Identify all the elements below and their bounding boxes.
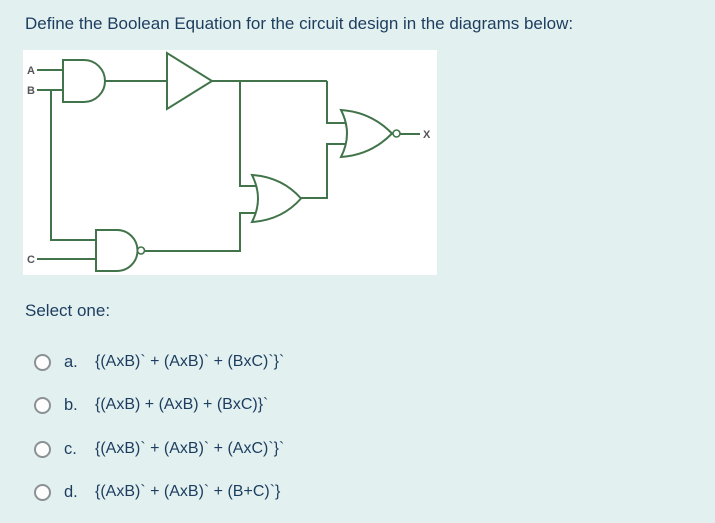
wire-or-to-nor-bottom	[300, 143, 355, 199]
answer-option-c[interactable]: c. {(AxB)` + (AxB)` + (AxC)`}`	[34, 439, 284, 459]
option-a-letter: a.	[64, 352, 78, 371]
radio-option-c[interactable]	[34, 440, 51, 458]
nor-bubble	[392, 129, 401, 138]
option-c-letter: c.	[64, 439, 77, 458]
buffer-gate	[166, 51, 214, 111]
output-x-label: X	[423, 129, 431, 141]
input-a-label: A	[27, 65, 35, 77]
or-gate	[250, 173, 303, 224]
option-b-letter: b.	[64, 395, 78, 414]
answer-option-a[interactable]: a. {(AxB)` + (AxB)` + (BxC)`}`	[34, 352, 284, 372]
select-one-label: Select one:	[25, 301, 111, 320]
option-d-text: {(AxB)` + (AxB)` + (B+C)`}	[95, 483, 281, 500]
input-c-label: C	[27, 254, 35, 266]
wire-b-branch-to-nand	[50, 90, 98, 241]
radio-option-a[interactable]	[34, 353, 51, 371]
option-a-text: {(AxB)` + (AxB)` + (BxC)`}`	[95, 353, 285, 370]
radio-option-b[interactable]	[34, 396, 51, 414]
question-title: Define the Boolean Equation for the circ…	[25, 14, 574, 33]
nand-bubble	[136, 246, 146, 255]
and-gate	[62, 59, 106, 103]
wire-branch-to-or-top	[239, 81, 261, 187]
answer-option-b[interactable]: b. {(AxB) + (AxB) + (BxC)}`	[34, 395, 268, 415]
nor-gate	[339, 108, 394, 159]
wire-nand-to-or-bottom	[144, 212, 261, 252]
radio-option-d[interactable]	[34, 483, 51, 501]
circuit-svg: A B C X	[27, 51, 431, 272]
circuit-labels: A B C X	[27, 65, 431, 266]
circuit-wires	[37, 69, 420, 260]
answer-option-d[interactable]: d. {(AxB)` + (AxB)` + (B+C)`}	[34, 482, 280, 502]
option-c-text: {(AxB)` + (AxB)` + (AxC)`}`	[95, 440, 285, 457]
input-b-label: B	[27, 85, 35, 97]
option-b-text: {(AxB) + (AxB) + (BxC)}`	[95, 396, 269, 413]
circuit-diagram-panel: A B C X	[23, 50, 437, 275]
option-d-letter: d.	[64, 482, 78, 501]
nand-gate	[95, 229, 139, 272]
circuit-gates	[62, 51, 401, 272]
